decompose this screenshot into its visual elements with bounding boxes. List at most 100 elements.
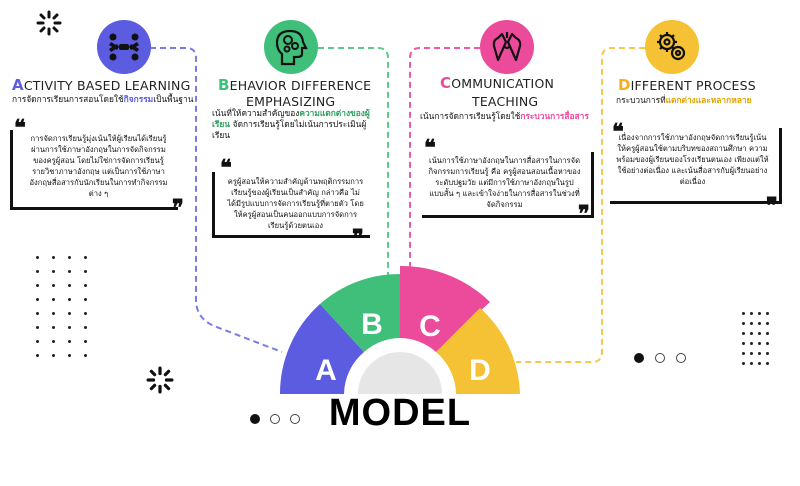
grid-dot — [750, 322, 753, 325]
model-label: MODEL — [328, 392, 472, 434]
card-c-title: COMMUNICATION — [440, 74, 555, 92]
grid-dot — [52, 354, 55, 357]
segment-b — [320, 273, 400, 352]
grid-dot — [36, 298, 39, 301]
grid-dot — [36, 340, 39, 343]
grid-dot — [758, 352, 761, 355]
connector-line-a — [150, 47, 283, 353]
card-c-subtitle-text: เน้นการจัดการเรียนรู้โดยใช้ — [420, 111, 521, 121]
segment-a-label: A — [315, 354, 337, 387]
grid-dot — [750, 342, 753, 345]
pagination-dot-active[interactable] — [250, 414, 260, 424]
connector-line-c — [409, 47, 480, 270]
close-quote: ❞ — [352, 225, 364, 251]
card-b-initial: B — [218, 76, 230, 94]
card-a-title-text: CTIVITY BASED LEARNING — [23, 78, 191, 93]
process-gears-icon — [645, 20, 699, 74]
grid-dot — [36, 270, 39, 273]
card-c-subtitle-highlight: กระบวนการสื่อสาร — [520, 111, 589, 121]
grid-dot — [68, 312, 71, 315]
grid-dot — [36, 354, 39, 357]
grid-dot — [742, 362, 745, 365]
grid-dot — [52, 284, 55, 287]
close-quote: ❞ — [766, 193, 778, 219]
card-b-icon — [264, 20, 318, 74]
grid-dot — [36, 256, 39, 259]
grid-dot — [766, 322, 769, 325]
grid-dot — [742, 332, 745, 335]
pagination-dot-active[interactable] — [634, 353, 644, 363]
card-d-subtitle-text: กระบวนการที่ — [616, 95, 666, 105]
grid-dot — [68, 354, 71, 357]
grid-dot — [758, 362, 761, 365]
center-hub — [358, 352, 442, 394]
card-d-title: DIFFERENT PROCESS — [618, 76, 756, 94]
card-a-initial: A — [12, 76, 24, 94]
card-d-title-text: IFFERENT PROCESS — [630, 78, 756, 93]
pagination-dot[interactable] — [676, 353, 686, 363]
grid-dot — [52, 256, 55, 259]
open-quote: ❝ — [424, 135, 436, 161]
abcd-model-diagram: A B C D — [279, 265, 520, 394]
grid-dot — [52, 340, 55, 343]
card-d-body: เนื่องจากการใช้ภาษาอังกฤษจัดการเรียนรู้เ… — [610, 128, 782, 204]
card-b-subtitle-text: เน้นที่ให้ความสำคัญของ — [212, 108, 300, 118]
grid-dot — [68, 340, 71, 343]
segment-d-label: D — [469, 354, 491, 387]
card-a-body: การจัดการเรียนรู้มุ่งเน้นให้ผู้เรียนได้เ… — [10, 130, 178, 210]
card-c-body: เน้นการใช้ภาษาอังกฤษในการสื่อสารในการจัด… — [422, 152, 594, 218]
card-c-subtitle: เน้นการจัดการเรียนรู้โดยใช้กระบวนการสื่อ… — [420, 111, 610, 122]
sunburst-icon — [146, 366, 174, 394]
open-quote: ❝ — [220, 155, 232, 181]
card-c-title-line2: TEACHING — [472, 94, 539, 109]
card-c-initial: C — [440, 74, 452, 92]
card-b-title: BEHAVIOR DIFFERENCE — [218, 76, 372, 94]
card-c-icon — [480, 20, 534, 74]
segment-d — [436, 308, 520, 394]
card-d-subtitle-highlight: แตกต่างและหลากหลาย — [665, 95, 752, 105]
grid-dot — [84, 284, 87, 287]
handshake-network-icon — [97, 20, 151, 74]
grid-dot — [68, 284, 71, 287]
pagination-dot[interactable] — [655, 353, 665, 363]
grid-dot — [742, 312, 745, 315]
grid-dot — [68, 298, 71, 301]
card-a-subtitle-tail: เป็นพื้นฐาน — [153, 94, 194, 104]
grid-dot — [758, 332, 761, 335]
grid-dot — [750, 362, 753, 365]
grid-dot — [36, 326, 39, 329]
grid-dot — [758, 322, 761, 325]
head-gears-icon — [264, 20, 318, 74]
card-b-title-text: EHAVIOR DIFFERENCE — [229, 78, 372, 93]
close-quote: ❞ — [578, 201, 590, 227]
grid-dot — [52, 298, 55, 301]
grid-dot — [84, 354, 87, 357]
card-d-subtitle: กระบวนการที่แตกต่างและหลากหลาย — [616, 95, 796, 106]
grid-dot — [36, 312, 39, 315]
segment-c — [400, 265, 490, 352]
pagination-dot[interactable] — [270, 414, 280, 424]
grid-dot — [84, 312, 87, 315]
pagination-dot[interactable] — [290, 414, 300, 424]
grid-dot — [766, 362, 769, 365]
grid-dot — [84, 298, 87, 301]
card-a-subtitle-text: การจัดการเรียนการสอนโดยใช้ — [12, 94, 124, 104]
grid-dot — [36, 284, 39, 287]
open-quote: ❝ — [612, 119, 624, 145]
grid-dot — [68, 256, 71, 259]
grid-dot — [84, 326, 87, 329]
card-b-subtitle: เน้นที่ให้ความสำคัญของความแตกต่างของผู้เ… — [212, 108, 382, 141]
card-c-title-text: OMMUNICATION — [451, 76, 555, 91]
grid-dot — [68, 270, 71, 273]
card-d-initial: D — [618, 76, 631, 94]
card-d-icon — [645, 20, 699, 74]
grid-dot — [52, 312, 55, 315]
card-b-subtitle-tail: จัดการเรียนรู้โดยไม่เน้นการประเมินผู้เรี… — [212, 119, 367, 140]
connector-line-b — [318, 47, 389, 296]
card-a-subtitle: การจัดการเรียนการสอนโดยใช้กิจกรรมเป็นพื้… — [12, 94, 198, 105]
communication-hands-icon — [480, 20, 534, 74]
sunburst-icon — [36, 10, 62, 36]
grid-dot — [84, 270, 87, 273]
grid-dot — [750, 332, 753, 335]
